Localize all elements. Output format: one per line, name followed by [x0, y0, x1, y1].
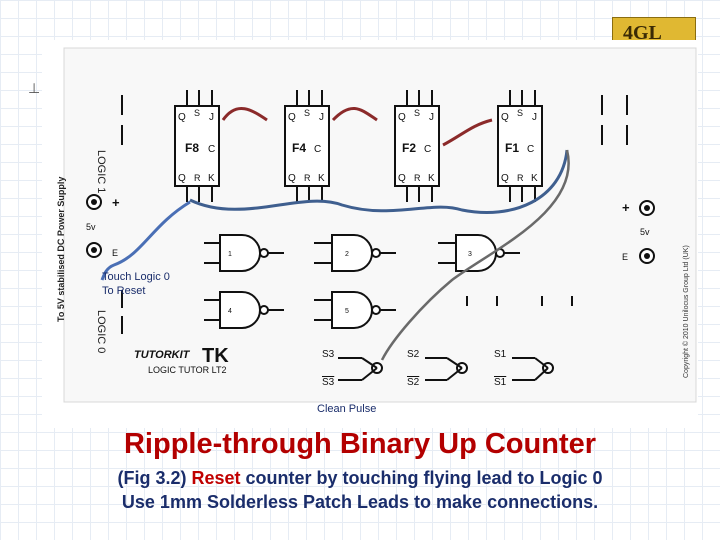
- svg-text:Q: Q: [501, 112, 509, 123]
- gate-label-5: 5: [345, 308, 349, 315]
- slide-title: Ripple-through Binary Up Counter: [123, 428, 597, 460]
- svg-text:Q: Q: [501, 173, 509, 184]
- svg-text:S: S: [517, 108, 523, 118]
- touch-logic-note-line2: To Reset: [102, 285, 145, 297]
- brand-mark: TK: [202, 345, 229, 367]
- nand-gate-5: [331, 291, 381, 329]
- svg-text:Q: Q: [178, 112, 186, 123]
- svg-text:S: S: [304, 108, 310, 118]
- svg-text:Q: Q: [398, 112, 406, 123]
- svg-text:Q: Q: [288, 112, 296, 123]
- svg-text:R: R: [304, 173, 311, 183]
- link-wire-1: [221, 107, 268, 122]
- switch-label-s2-bar: S2: [407, 377, 420, 388]
- svg-text:R: R: [414, 173, 421, 183]
- switch-s2: [425, 357, 468, 381]
- subtitle-highlight: Reset: [191, 468, 241, 488]
- svg-text:K: K: [531, 173, 538, 184]
- clock-wire: [189, 149, 569, 214]
- touch-logic-note-line1: Touch Logic 0: [102, 271, 170, 283]
- power-supply-label: To 5V stabilised DC Power Supply: [56, 177, 66, 322]
- svg-text:Q: Q: [178, 173, 186, 184]
- earth-label-left: E: [112, 248, 118, 258]
- svg-text:R: R: [517, 173, 524, 183]
- switch-s3: [338, 357, 383, 381]
- plus-label-right: +: [622, 200, 630, 215]
- svg-text:F8: F8: [185, 141, 199, 155]
- flying-lead: [100, 200, 191, 281]
- brand-model: LOGIC TUTOR LT2: [148, 365, 227, 375]
- slide-marker: ⊥: [28, 80, 41, 96]
- logic0-label: LOGIC 0: [95, 310, 107, 353]
- svg-text:F1: F1: [505, 141, 519, 155]
- brand-name: TUTORKIT: [134, 349, 191, 361]
- slide-instruction: Use 1mm Solderless Patch Leads to make c…: [121, 492, 599, 512]
- earth-label-right: E: [622, 252, 628, 262]
- board-inner: [63, 47, 697, 403]
- svg-text:C: C: [314, 144, 321, 155]
- svg-text:K: K: [208, 173, 215, 184]
- svg-text:R: R: [194, 173, 201, 183]
- svg-text:J: J: [429, 112, 434, 123]
- gate-label-4: 4: [228, 308, 232, 315]
- svg-text:J: J: [209, 112, 214, 123]
- grey-wire: [380, 149, 570, 361]
- svg-text:F2: F2: [402, 141, 416, 155]
- svg-text:K: K: [318, 173, 325, 184]
- svg-text:J: J: [319, 112, 324, 123]
- nand-gate-4: [219, 291, 269, 329]
- svg-text:K: K: [428, 173, 435, 184]
- svg-text:Q: Q: [398, 173, 406, 184]
- subtitle-prefix: (Fig 3.2): [117, 468, 192, 488]
- voltage-label-right: 5v: [640, 227, 650, 237]
- nand-gate-1: [219, 234, 269, 272]
- switch-s1: [512, 357, 554, 381]
- subtitle-rest: counter by touching flying lead to Logic…: [240, 468, 603, 488]
- switch-label-s3-bar: S3: [322, 377, 335, 388]
- svg-text:S: S: [414, 108, 420, 118]
- switch-label-s2: S2: [407, 349, 420, 360]
- switch-label-s3: S3: [322, 349, 335, 360]
- gate-label-2: 2: [345, 251, 349, 258]
- copyright-label: Copyright © 2010 Unilocus Group Ltd (UK): [682, 245, 690, 378]
- link-wire-3: [442, 118, 493, 147]
- plus-label-left: +: [112, 195, 120, 210]
- svg-text:Q: Q: [288, 173, 296, 184]
- link-wire-2: [331, 107, 378, 122]
- svg-text:C: C: [208, 144, 215, 155]
- slide-subtitle: (Fig 3.2) Reset counter by touching flyi…: [0, 468, 720, 489]
- logic-tutor-board: To 5V stabilised DC Power Supply LOGIC 1…: [42, 40, 698, 428]
- svg-text:J: J: [532, 112, 537, 123]
- svg-text:C: C: [424, 144, 431, 155]
- clean-pulse-note: Clean Pulse: [317, 403, 376, 415]
- nand-gate-3: [455, 234, 505, 272]
- voltage-label-left: 5v: [86, 222, 96, 232]
- gate-label-3: 3: [468, 251, 472, 258]
- switch-label-s1: S1: [494, 349, 507, 360]
- svg-text:C: C: [527, 144, 534, 155]
- switch-label-s1-bar: S1: [494, 377, 507, 388]
- nand-gate-2: [331, 234, 381, 272]
- svg-text:F4: F4: [292, 141, 306, 155]
- svg-text:S: S: [194, 108, 200, 118]
- logic1-label: LOGIC 1: [95, 150, 107, 193]
- gate-label-1: 1: [228, 251, 232, 258]
